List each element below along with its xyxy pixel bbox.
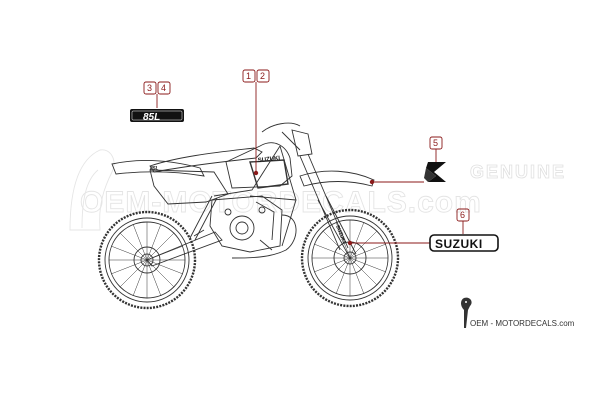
footer: OEM - MOTORDECALS.com: [461, 297, 575, 328]
motorcycle-drawing: [97, 122, 400, 310]
watermark-emblem-icon: [69, 149, 115, 231]
watermark: GENUINE OEM-MOTORDECALS.com: [69, 149, 566, 231]
suzuki-wordmark-decal: [429, 234, 499, 252]
callout-number: 6: [460, 210, 465, 220]
callout-number: 2: [260, 71, 265, 81]
side-panel-decal-85l: 85L: [150, 166, 159, 172]
callout-number: 3: [147, 83, 152, 93]
exhaust-pipe: [231, 214, 297, 259]
callout-5: 5: [369, 136, 446, 185]
model-badge-decal: [130, 109, 184, 122]
suzuki-s-logo-icon: [424, 162, 446, 182]
watermark-brand: GENUINE: [470, 162, 566, 182]
callout-3-4: 3 4 85L: [130, 81, 184, 123]
callout-1-2: 1 2: [242, 69, 270, 176]
swingarm: [146, 231, 223, 267]
suzuki-wordmark-text: SUZUKI: [435, 237, 483, 251]
rear-fender: [111, 160, 205, 177]
footer-site-label: OEM - MOTORDECALS.com: [470, 319, 575, 328]
seat: [149, 147, 263, 173]
side-panel: [149, 169, 229, 205]
front-fender: [299, 170, 375, 187]
tank-decal-suzuki: SUZUKI: [258, 156, 281, 164]
model-badge-text: 85L: [143, 112, 160, 123]
engine: [209, 195, 283, 253]
number-plate-front: [291, 129, 313, 157]
callout-number: 1: [246, 71, 251, 81]
bird-logo-icon: [461, 297, 472, 328]
radiator-shroud: [249, 159, 289, 189]
callout-number: 4: [161, 83, 166, 93]
callout-number: 5: [433, 138, 438, 148]
callout-6: 6 SUZUKI: [347, 208, 499, 252]
fuel-tank: [225, 142, 293, 189]
handlebar: [261, 122, 301, 151]
watermark-site: OEM-MOTORDECALS.com: [80, 186, 482, 219]
